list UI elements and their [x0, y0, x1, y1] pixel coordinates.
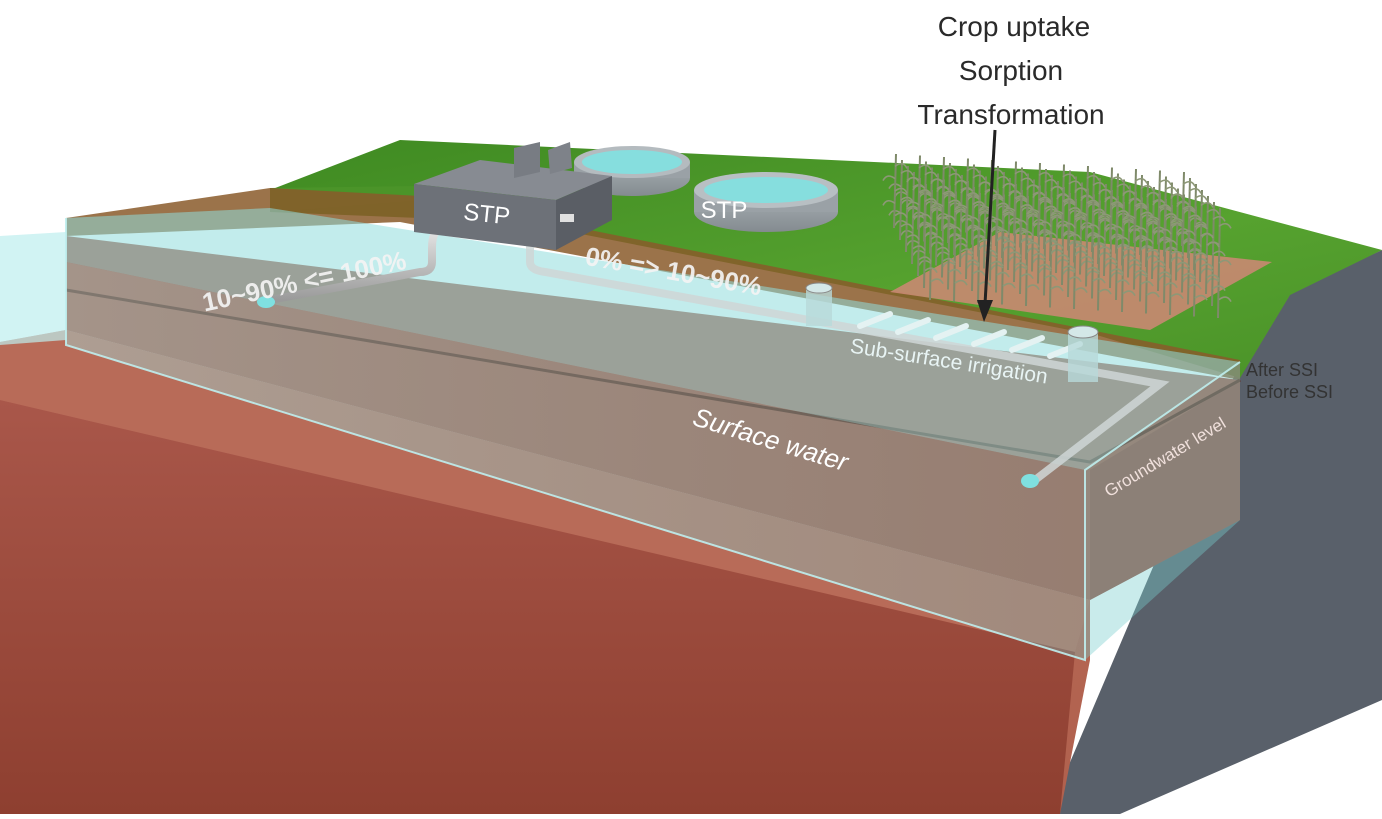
stp-building: [414, 142, 612, 250]
water-top: [66, 208, 1240, 470]
label-transformation: Transformation: [917, 99, 1104, 130]
pipe-outlet-river: [257, 296, 275, 308]
crop-plant: [930, 156, 956, 232]
water-left-inflow: [0, 232, 66, 345]
crop-plant: [912, 161, 938, 242]
water-front: [66, 262, 1085, 660]
crop-plant: [1104, 173, 1130, 254]
soil-edge: [66, 188, 1240, 380]
label-stp-pool: STP: [701, 197, 748, 224]
irrigation-lateral: [895, 317, 931, 335]
water-outline: [65, 218, 1241, 662]
well-left: [805, 282, 833, 326]
label-stp-building: STP: [462, 199, 511, 231]
irrigation-lateral: [857, 311, 893, 329]
stp-pool-back: [574, 146, 690, 196]
irrigation-lateral: [933, 323, 969, 341]
crop-plant: [954, 158, 980, 233]
water-right-end: [1085, 362, 1240, 660]
pipe-to-field: [516, 224, 1170, 484]
crop-plant: [1122, 168, 1148, 244]
label-after-ssi: After SSI: [1246, 360, 1318, 380]
label-crop-uptake: Crop uptake: [938, 11, 1091, 42]
well-right: [1067, 325, 1099, 382]
stp-plant: [414, 142, 838, 250]
irrigation-lateral: [1009, 335, 1045, 353]
crop-plant: [1176, 177, 1202, 259]
pipe-outlet-groundwater: [1021, 474, 1039, 488]
label-sorption: Sorption: [959, 55, 1063, 86]
surface-water-channel: [0, 208, 1241, 662]
process-arrow: [977, 129, 997, 322]
crop-plant: [1152, 176, 1178, 257]
crop-plant: [1026, 162, 1052, 238]
crop-plant: [1170, 171, 1196, 247]
crop-plant: [1146, 170, 1172, 245]
crop-plant: [1002, 161, 1028, 236]
crop-rows: [882, 153, 1232, 319]
label-before-ssi: Before SSI: [1246, 382, 1333, 402]
irrigation-lateral: [971, 329, 1007, 347]
subsoil-band-dark: [1090, 380, 1240, 600]
front-face-lower: [0, 400, 1075, 814]
crop-plant: [1050, 164, 1076, 239]
crop-plant: [882, 153, 908, 229]
crop-plant: [1098, 167, 1124, 242]
crop-plant: [1074, 165, 1100, 241]
stp-pool-front: [694, 172, 838, 232]
crop-plant: [906, 155, 932, 230]
